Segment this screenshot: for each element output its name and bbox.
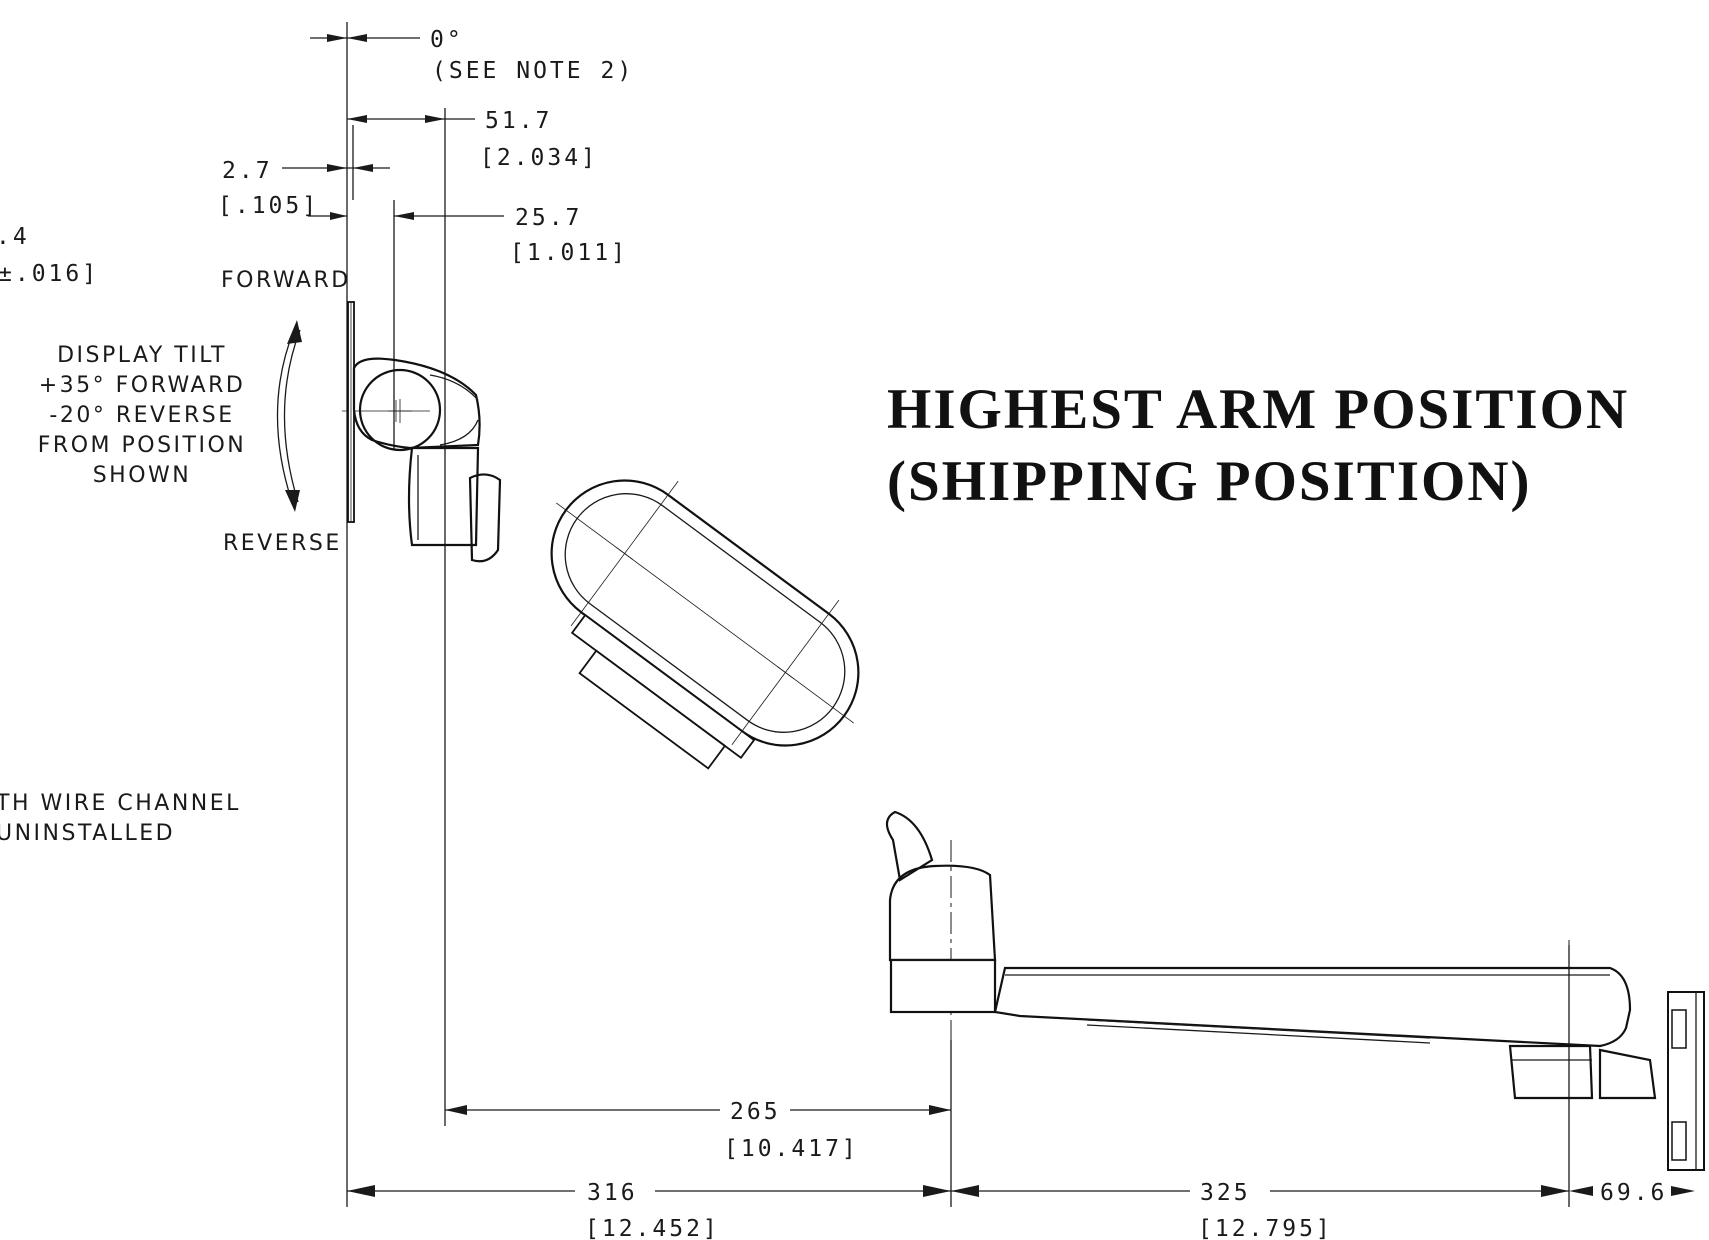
wire-channel-note: TH WIRE CHANNEL UNINSTALLED [0,791,241,846]
dim-partial-mm: .4 [0,224,30,250]
dim-316-inch: [12.452] [585,1216,720,1240]
dim-0-deg: 0° [430,27,464,53]
tilt-note-line: -20° REVERSE [49,403,234,428]
tilt-arc [276,320,302,512]
dim-316-mm: 316 [587,1180,638,1206]
wall-bracket [1667,991,1705,1171]
drawing-title: HIGHEST ARM POSITION (SHIPPING POSITION) [887,378,1629,513]
dim-51-7-mm: 51.7 [485,108,552,134]
tilt-note-line: SHOWN [93,463,192,488]
dim-partial-inch: ±.016] [0,261,99,287]
wire-channel-line: UNINSTALLED [0,821,175,846]
tilt-note-line: +35° FORWARD [39,373,246,398]
dim-265-inch: [10.417] [724,1136,859,1162]
tilt-note: DISPLAY TILT +35° FORWARD -20° REVERSE F… [38,343,246,488]
lower-arm [993,966,1657,1100]
forward-label: FORWARD [221,268,351,293]
dim-25-7-inch: [1.011] [510,240,628,266]
dim-69-6-mm: 69.6 [1600,1180,1667,1206]
upper-arm [550,479,860,770]
title-line-2: (SHIPPING POSITION) [887,450,1532,513]
dimension-lines [282,34,1695,1197]
dim-325-mm: 325 [1200,1180,1251,1206]
tilt-note-line: DISPLAY TILT [57,343,227,368]
display-plate [347,301,355,523]
dim-2-7-mm: 2.7 [222,158,273,184]
dim-2-7-inch: [.105] [218,193,319,219]
tilt-note-line: FROM POSITION [38,433,246,458]
callout-labels: FORWARD REVERSE DISPLAY TILT +35° FORWAR… [0,268,351,846]
reverse-label: REVERSE [223,531,342,556]
dim-0-deg-note: (SEE NOTE 2) [432,58,634,84]
elbow-post [885,810,997,1014]
dim-325-inch: [12.795] [1198,1216,1333,1240]
dimension-labels: 0° (SEE NOTE 2) 51.7 [2.034] 2.7 [.105] … [0,27,1667,1240]
dim-25-7-mm: 25.7 [515,205,582,231]
extension-lines [346,22,1570,1207]
wire-channel-line: TH WIRE CHANNEL [0,791,241,816]
title-line-1: HIGHEST ARM POSITION [887,378,1629,441]
tilt-head [352,357,502,563]
dim-265-mm: 265 [730,1099,781,1125]
dim-51-7-inch: [2.034] [480,145,598,171]
